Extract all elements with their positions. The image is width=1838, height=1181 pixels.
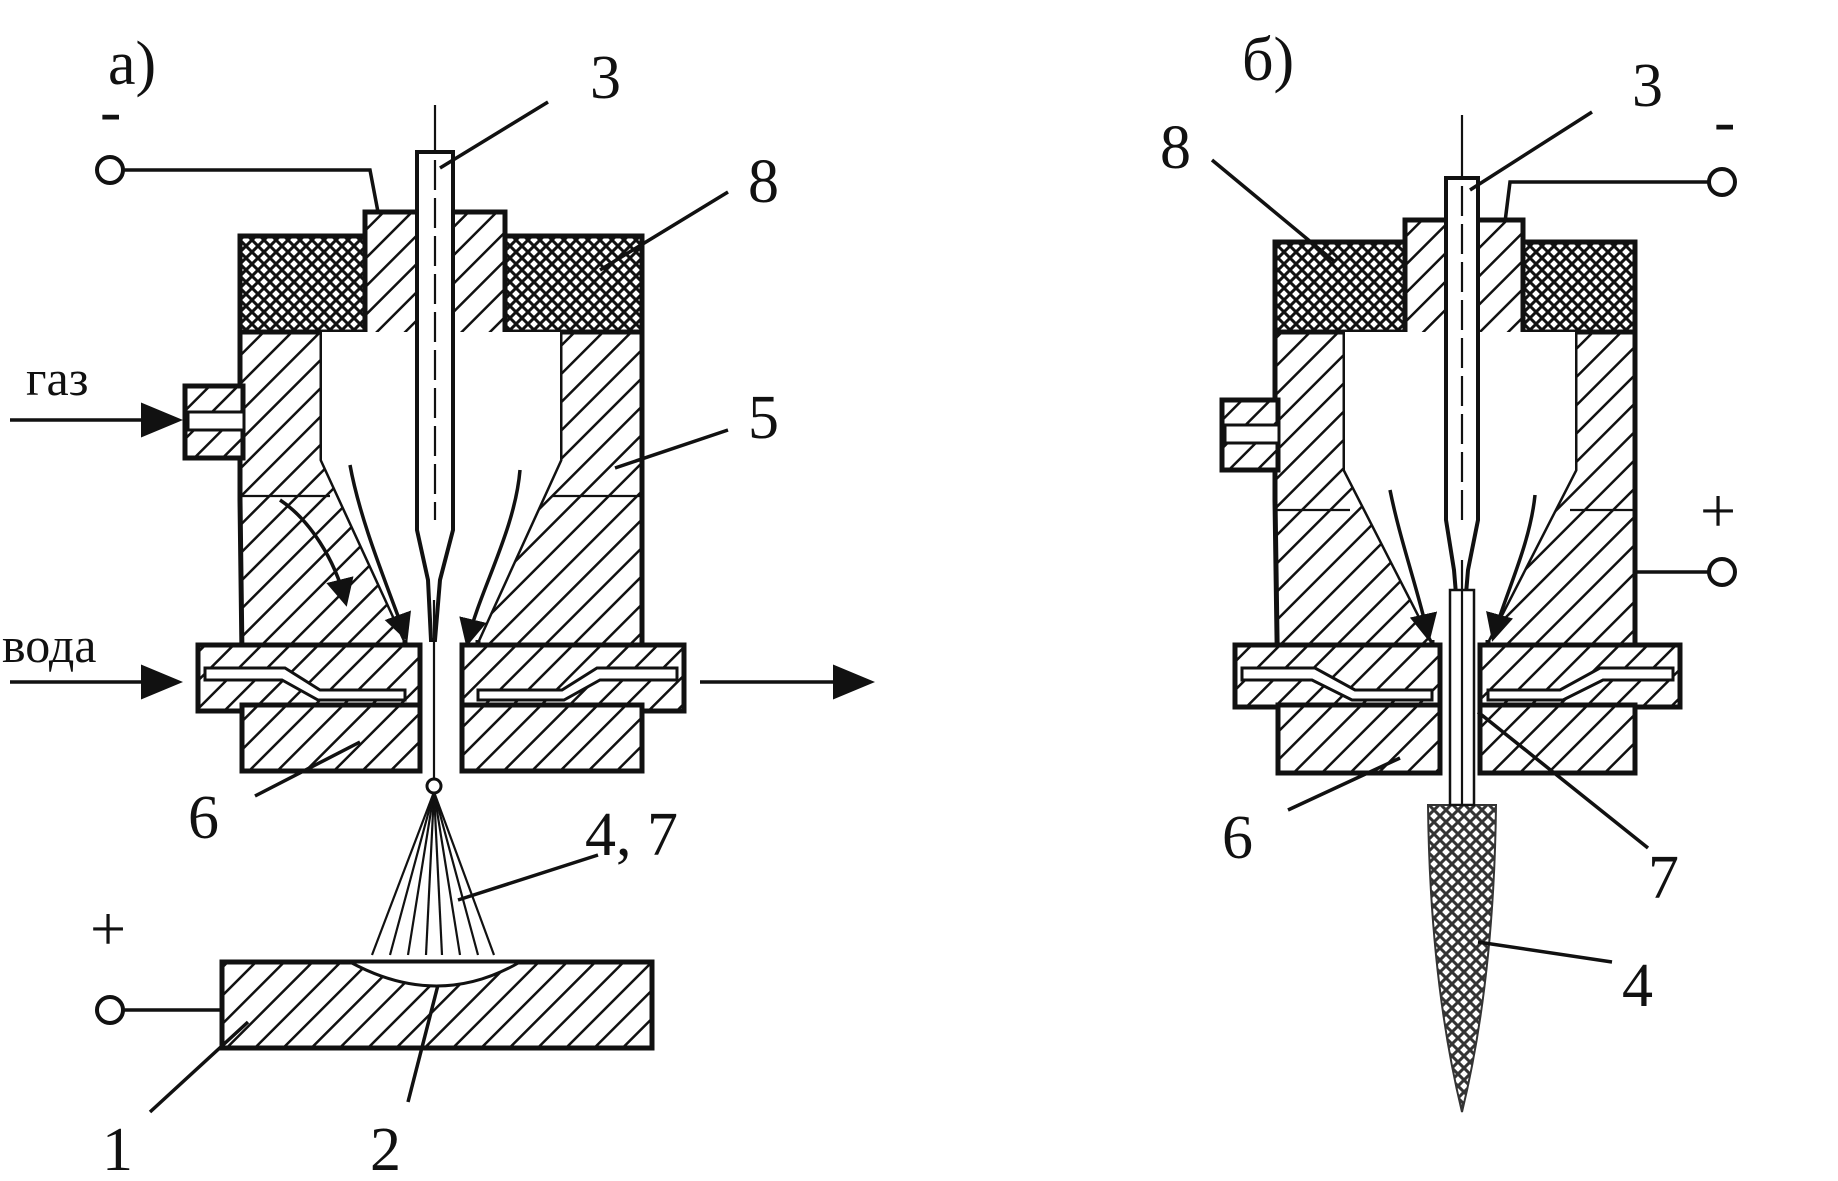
panel-a-title: а) [108,30,156,98]
panel-b-title: б) [1242,26,1294,94]
label-8-b: 8 [1160,114,1191,182]
label-6-b: 6 [1222,804,1253,872]
label-3-a: 3 [590,44,621,112]
terminal-minus-a: - [100,75,121,146]
label-6-a: 6 [188,784,219,852]
label-7-b: 7 [1648,844,1679,912]
water-channel-left-b [1240,666,1434,702]
nozzle-tip-left-b [1275,702,1443,776]
nozzle-tip-right-a [459,702,645,774]
terminal-plus-b: + [1700,475,1736,546]
label-4-b: 4 [1622,952,1653,1020]
terminal-minus-b: - [1714,85,1735,156]
label-8-a: 8 [748,148,779,216]
label-1-a: 1 [102,1116,133,1181]
nozzle-tip-right-b [1477,702,1638,776]
nozzle-tip-left-a [239,702,423,774]
label-47-a: 4, 7 [585,801,678,869]
label-5-a: 5 [748,384,779,452]
water-channel-right-b [1486,666,1675,702]
label-2-a: 2 [370,1116,401,1181]
label-3-b: 3 [1632,52,1663,120]
panel-a: а) - + газ вода 3 8 5 6 4, 7 1 2 [2,30,875,1181]
water-channel-left-a [203,666,407,702]
terminal-plus-a: + [90,893,126,964]
plasma-jet-a [370,791,496,956]
water-channel-right-a [476,666,679,702]
water-label: вода [2,617,96,673]
panel-b: б) 3 - 8 + 6 7 4 [1160,26,1737,1113]
weld-pool-2-a [349,960,526,988]
gas-label: газ [26,350,88,406]
plasma-jet-4-b [1426,804,1498,1113]
